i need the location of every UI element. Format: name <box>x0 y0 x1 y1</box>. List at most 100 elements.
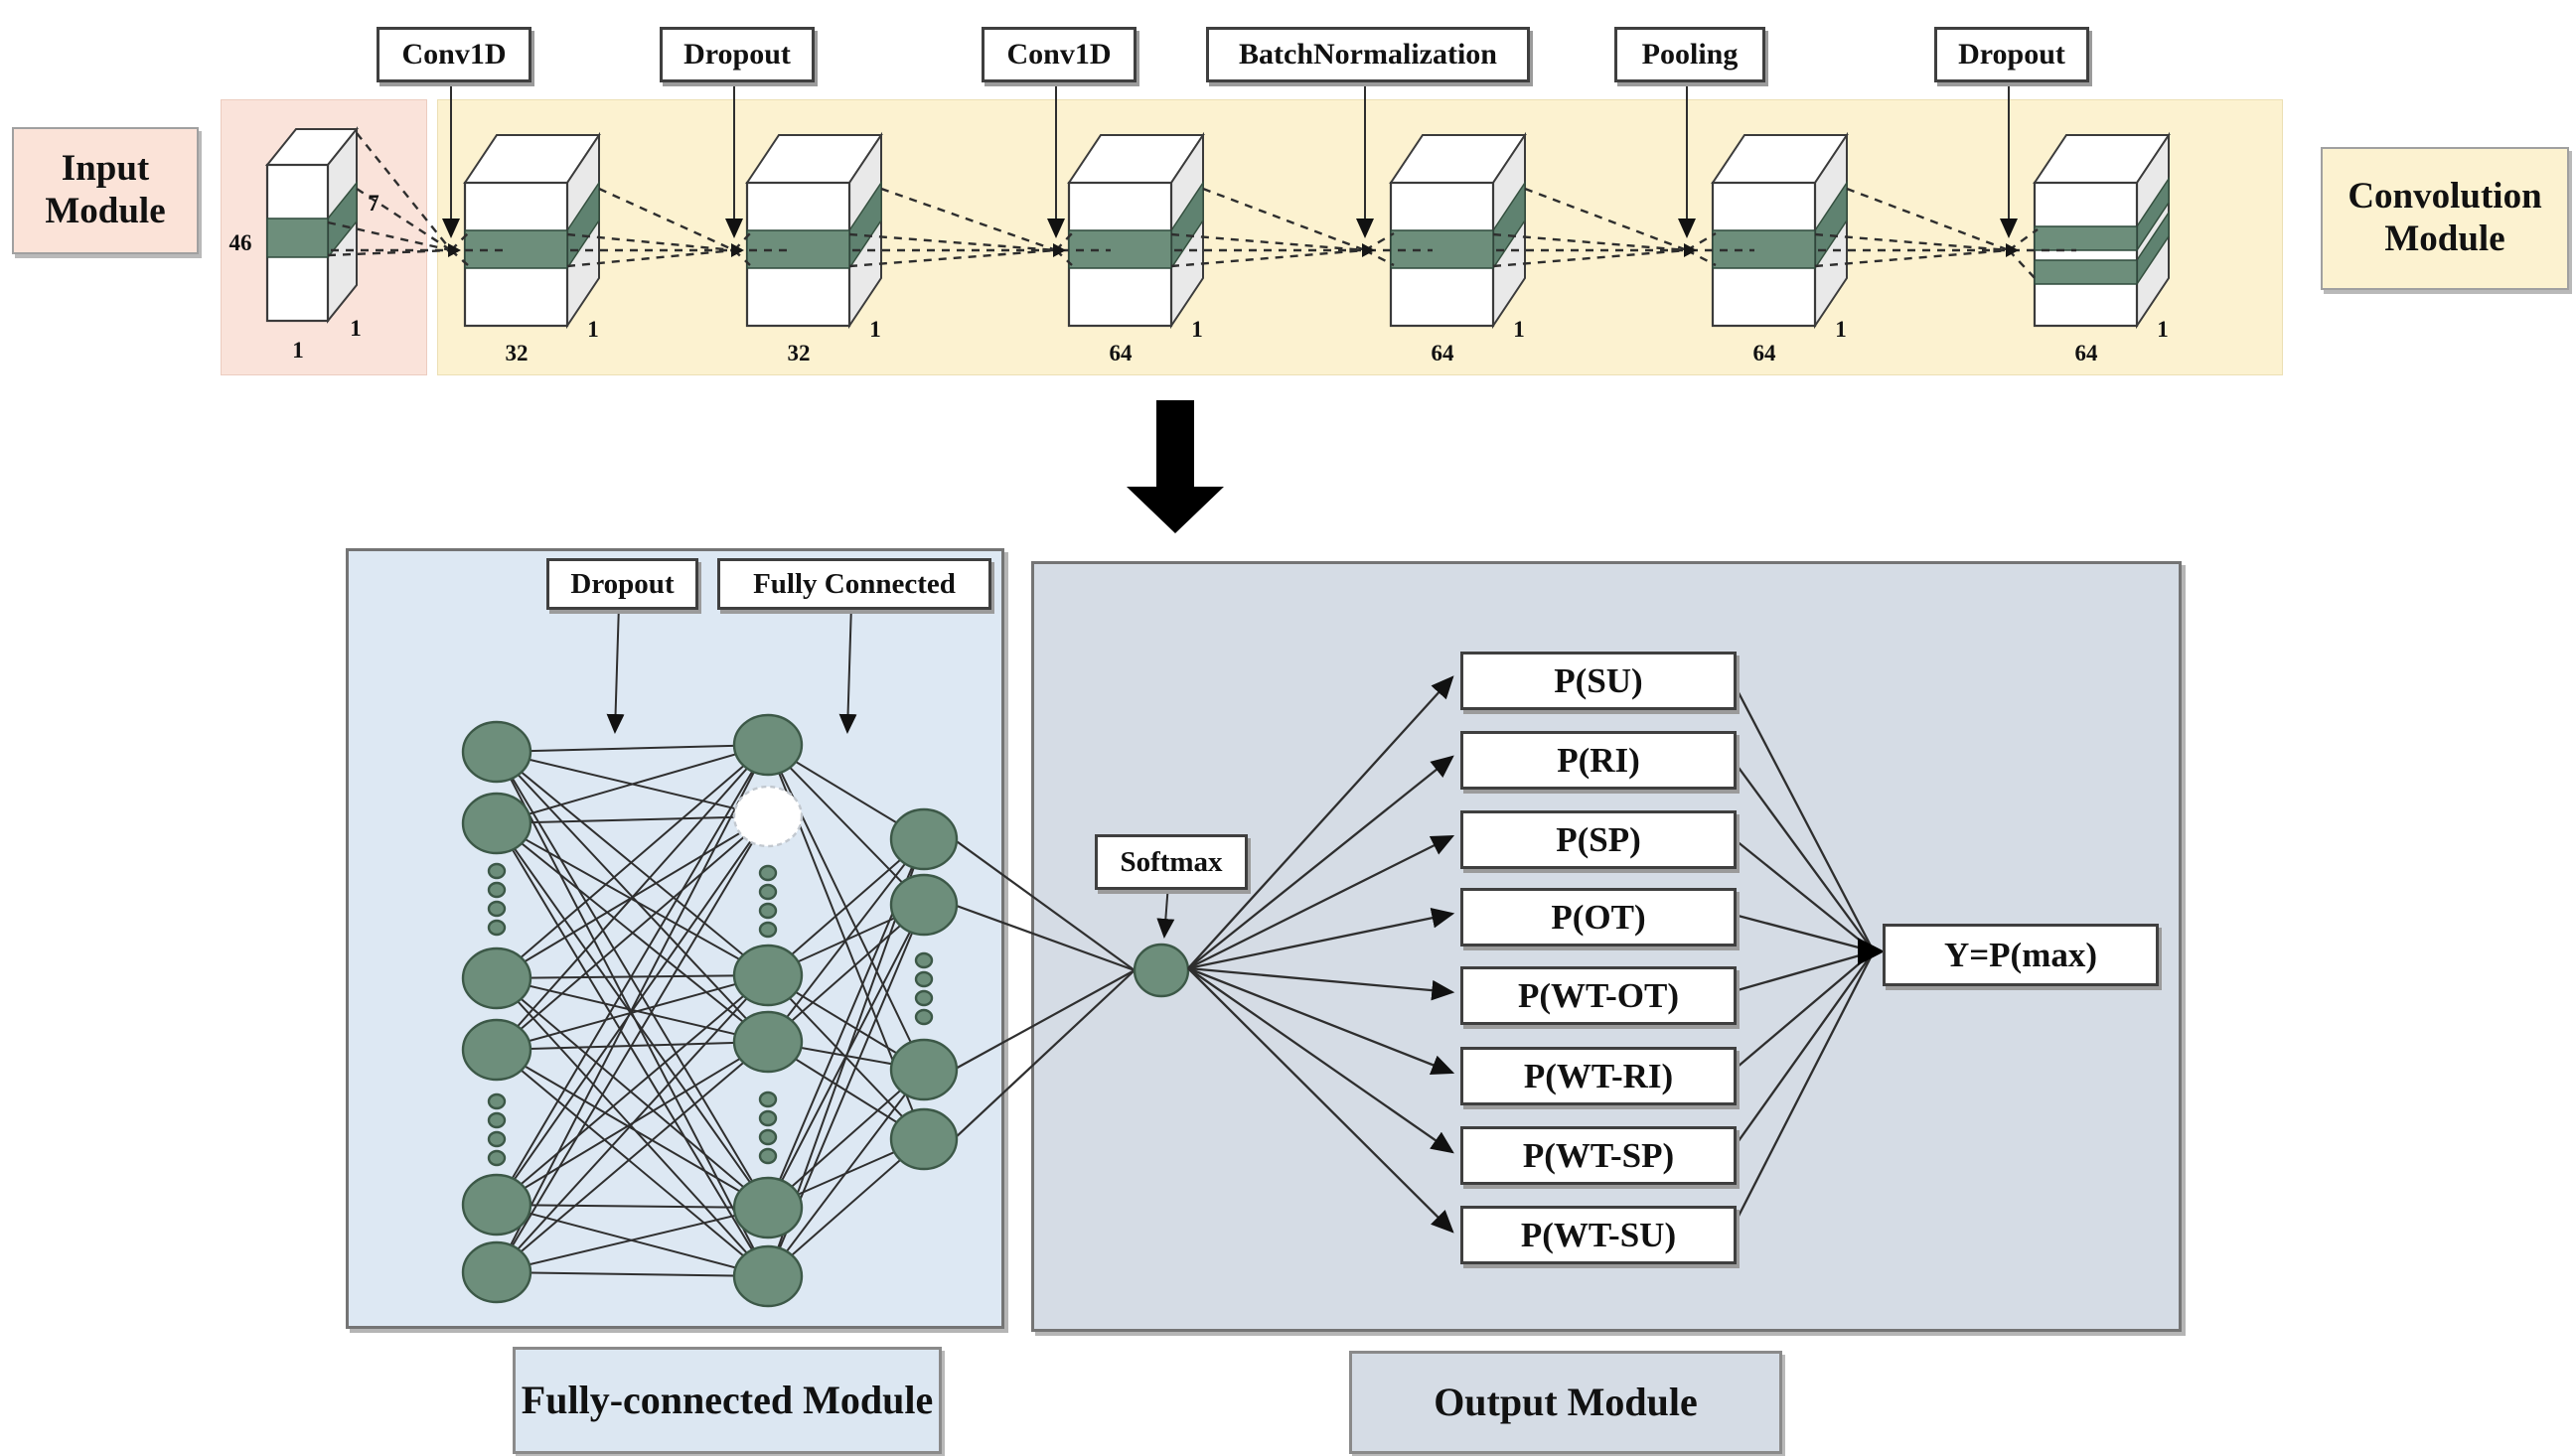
output-class-text: P(WT-SP) <box>1522 1135 1675 1175</box>
process-label-text: Dropout <box>1958 38 2065 72</box>
output-class-text: P(OT) <box>1551 897 1646 937</box>
class-to-result-edge <box>1730 756 1875 952</box>
neuron <box>461 1240 532 1304</box>
output-class-pwtri: P(WT-RI) <box>1460 1047 1737 1105</box>
convolution-module-label: Convolution Module <box>2321 147 2569 290</box>
softmax-neuron <box>1133 943 1190 998</box>
class-to-result-edge <box>1730 950 1875 1074</box>
class-to-result-edge <box>1729 950 1876 1233</box>
neuron <box>732 1176 804 1239</box>
ellipsis-dot <box>487 862 507 880</box>
ellipsis-dot <box>914 951 934 969</box>
output-class-psu: P(SU) <box>1460 652 1737 710</box>
ellipsis-dot <box>758 883 778 901</box>
block-depth: 1 <box>2157 317 2169 342</box>
fc-edge <box>496 744 769 1051</box>
dashed-connector-line <box>1202 187 1366 252</box>
dashed-connector-line <box>1492 248 1688 268</box>
dashed-connector-line <box>356 132 452 251</box>
block-channels: 64 <box>1752 341 1776 365</box>
fc-dropout-label: Dropout <box>546 558 698 610</box>
dashed-connector-line <box>1492 232 1688 252</box>
tensor-block-green-band <box>2034 225 2138 251</box>
output-class-text: P(SU) <box>1554 660 1643 700</box>
neuron <box>461 792 532 855</box>
ellipsis-dot <box>758 864 778 882</box>
neuron <box>889 807 959 871</box>
dashed-connector-line <box>327 220 452 252</box>
kernel-size-7: 7 <box>368 191 379 216</box>
dashed-connector-line <box>566 232 735 252</box>
fc-edge <box>767 1138 925 1277</box>
fc-edge <box>496 1049 769 1209</box>
softmax-to-class-edge <box>1187 908 1455 970</box>
softmax-label: Softmax <box>1095 834 1248 890</box>
dashed-connector-line <box>880 187 1057 252</box>
softmax-to-class-edge <box>1187 967 1454 1234</box>
fc-edge <box>496 977 769 1209</box>
fc-edge <box>496 744 769 824</box>
dashed-connector-line <box>1170 248 1366 268</box>
tensor-block-green-band <box>1712 229 1816 269</box>
dashed-connector-line <box>1814 232 2010 252</box>
softmax-label-text: Softmax <box>1120 845 1223 878</box>
output-class-pot: P(OT) <box>1460 888 1737 946</box>
block-channels: 64 <box>1109 341 1133 365</box>
softmax-to-class-edge <box>1187 966 1455 1076</box>
block-depth: 1 <box>869 317 881 342</box>
dashed-connector-line <box>1686 231 1717 252</box>
block-depth: 1 <box>1513 317 1525 342</box>
fc-dropout-label-text: Dropout <box>570 567 675 600</box>
ellipsis-dot <box>914 1008 934 1026</box>
process-label-text: Conv1D <box>1006 38 1112 72</box>
neuron <box>732 1244 804 1308</box>
block-depth: 1 <box>587 317 599 342</box>
output-class-pri: P(RI) <box>1460 731 1737 790</box>
output-module-caption-text: Output Module <box>1434 1380 1698 1424</box>
fc-fully-connected-label: Fully Connected <box>717 558 991 610</box>
softmax-to-class-edge <box>1187 834 1455 970</box>
process-label-text: Dropout <box>683 38 791 72</box>
block-channels: 64 <box>1431 341 1454 365</box>
class-to-result-edge <box>1730 912 1875 953</box>
softmax-to-class-edge <box>1187 966 1455 1001</box>
fc-fully-connected-arrow <box>838 603 857 734</box>
tensor-block-green-band <box>2034 259 2138 285</box>
fan-arrowhead <box>1684 243 1697 257</box>
fc-edge <box>496 822 769 1209</box>
fc-edge <box>496 1271 769 1277</box>
neuron <box>889 1038 959 1101</box>
neuron <box>889 873 959 937</box>
dashed-connector-line <box>2008 228 2039 251</box>
dashed-connector-line <box>566 248 735 268</box>
ellipsis-dot <box>758 902 778 920</box>
neuron <box>461 720 532 784</box>
fully-connected-module-caption: Fully-connected Module <box>513 1347 942 1454</box>
output-class-text: P(WT-SU) <box>1520 1215 1677 1254</box>
output-class-pwtsp: P(WT-SP) <box>1460 1126 1737 1185</box>
neuron <box>461 1173 532 1237</box>
dashed-connector-line <box>1814 248 2010 268</box>
dashed-connector-line <box>1846 187 2010 252</box>
fan-arrowhead <box>731 243 744 257</box>
ellipsis-dot <box>487 900 507 918</box>
result-box-text: Y=P(max) <box>1943 935 2098 974</box>
fc-to-softmax-edge <box>953 969 1136 1071</box>
block-channels: 32 <box>505 341 529 365</box>
fc-edge <box>496 744 769 1206</box>
ellipsis-dot <box>487 1149 507 1167</box>
tensor-block-front-face <box>2033 181 2139 328</box>
fc-edge <box>767 1069 925 1209</box>
fc-edge <box>496 744 769 753</box>
output-module-caption: Output Module <box>1349 1351 1782 1454</box>
fc-edge <box>496 974 769 1206</box>
output-class-text: P(WT-RI) <box>1523 1056 1674 1095</box>
fc-edge <box>496 744 769 1273</box>
fc-edge <box>496 977 769 1277</box>
process-label-text: Pooling <box>1641 38 1739 72</box>
fc-to-softmax-edge <box>953 838 1136 971</box>
input-width-1: 1 <box>292 338 304 363</box>
result-arrowhead <box>1858 938 1885 965</box>
